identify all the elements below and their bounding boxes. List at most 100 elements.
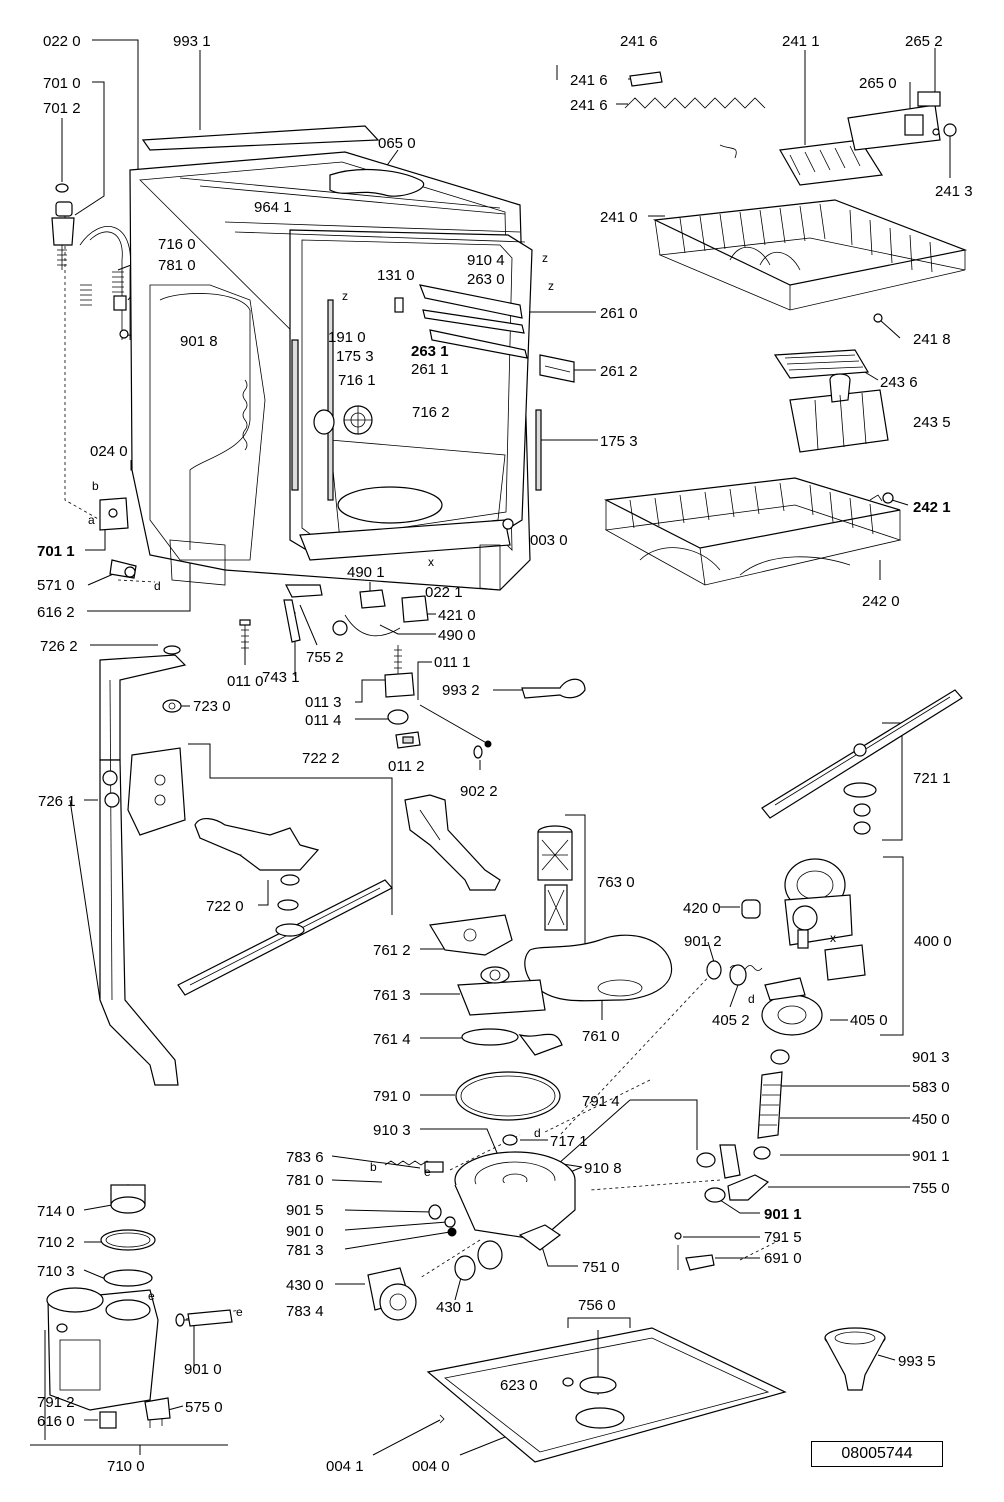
- document-number-box: 08005744: [811, 1441, 943, 1467]
- label-783-4: 783 4: [286, 1303, 324, 1320]
- label-243-5: 243 5: [913, 414, 951, 431]
- label-022-1: 022 1: [425, 584, 463, 601]
- marker-z-3: z: [542, 251, 548, 265]
- label-691-0: 691 0: [764, 1250, 802, 1267]
- label-901-0: 901 0: [286, 1223, 324, 1240]
- marker-d-3: d: [534, 1126, 541, 1140]
- label-910-4: 910 4: [467, 252, 505, 269]
- label-781-0: 781 0: [158, 257, 196, 274]
- label-430-1: 430 1: [436, 1299, 474, 1316]
- label-011-3: 011 3: [305, 694, 341, 711]
- softener-assembly: [46, 1184, 233, 1429]
- label-993-2: 993 2: [442, 682, 480, 699]
- label-616-0: 616 0: [37, 1413, 75, 1430]
- label-175-3-left: 175 3: [336, 348, 374, 365]
- label-065-0: 065 0: [378, 135, 416, 152]
- label-901-2: 901 2: [684, 933, 722, 950]
- cabinet-tub: [79, 125, 575, 591]
- label-755-0: 755 0: [912, 1180, 950, 1197]
- label-910-8: 910 8: [584, 1160, 622, 1177]
- marker-z-2: z: [548, 279, 554, 293]
- upper-spray-arm: [761, 689, 963, 835]
- label-964-1: 964 1: [254, 199, 292, 216]
- part-labels: 022 0 993 1 701 0 701 2 065 0 964 1 716 …: [37, 33, 973, 1475]
- label-004-0: 004 0: [412, 1458, 450, 1475]
- label-783-6: 783 6: [286, 1149, 324, 1166]
- label-763-0: 763 0: [597, 874, 635, 891]
- label-263-1: 263 1: [411, 343, 449, 360]
- label-714-0: 714 0: [37, 1203, 75, 1220]
- top-strip: [141, 125, 380, 151]
- label-723-0: 723 0: [193, 698, 231, 715]
- label-791-5: 791 5: [764, 1229, 802, 1246]
- label-716-0: 716 0: [158, 236, 196, 253]
- label-011-1: 011 1: [434, 654, 470, 671]
- pump-area: [674, 858, 866, 1271]
- marker-z-1: z: [342, 289, 348, 303]
- base-plate: [426, 1327, 787, 1463]
- label-241-0: 241 0: [600, 209, 638, 226]
- label-241-8: 241 8: [913, 331, 951, 348]
- label-722-0: 722 0: [206, 898, 244, 915]
- label-241-3: 241 3: [935, 183, 973, 200]
- label-781-0-lower: 781 0: [286, 1172, 324, 1189]
- label-490-0: 490 0: [438, 627, 476, 644]
- label-450-0: 450 0: [912, 1111, 950, 1128]
- label-571-0: 571 0: [37, 577, 75, 594]
- label-400-0: 400 0: [914, 933, 952, 950]
- label-024-0: 024 0: [90, 443, 128, 460]
- label-716-2: 716 2: [412, 404, 450, 421]
- label-901-0-lower: 901 0: [184, 1361, 222, 1378]
- label-405-2: 405 2: [712, 1012, 750, 1029]
- label-263-0: 263 0: [467, 271, 505, 288]
- marker-x-2: x: [830, 931, 836, 945]
- label-265-0: 265 0: [859, 75, 897, 92]
- label-756-0: 756 0: [578, 1297, 616, 1314]
- marker-d-1: d: [154, 579, 161, 593]
- label-003-0: 003 0: [530, 532, 568, 549]
- label-791-4: 791 4: [582, 1093, 620, 1110]
- label-261-0: 261 0: [600, 305, 638, 322]
- label-910-3: 910 3: [373, 1122, 411, 1139]
- label-710-0: 710 0: [107, 1458, 145, 1475]
- drain-area: [404, 794, 673, 1056]
- label-420-0: 420 0: [683, 900, 721, 917]
- marker-e-1: e: [424, 1165, 431, 1179]
- label-004-1: 004 1: [326, 1458, 364, 1475]
- marker-e-3: e: [236, 1305, 243, 1319]
- label-901-1-right: 901 1: [912, 1148, 950, 1165]
- label-721-1: 721 1: [913, 770, 951, 787]
- mid-small-parts: [239, 584, 586, 759]
- label-755-2: 755 2: [306, 649, 344, 666]
- marker-d-2: d: [748, 992, 755, 1006]
- label-242-1: 242 1: [913, 499, 951, 516]
- label-261-1: 261 1: [411, 361, 449, 378]
- baskets: [603, 71, 968, 586]
- label-717-1: 717 1: [550, 1133, 588, 1150]
- label-726-1: 726 1: [38, 793, 76, 810]
- label-241-6-mid: 241 6: [570, 72, 608, 89]
- label-405-0: 405 0: [850, 1012, 888, 1029]
- label-243-6: 243 6: [880, 374, 918, 391]
- label-022-0: 022 0: [43, 33, 81, 50]
- label-701-2: 701 2: [43, 100, 81, 117]
- label-902-2: 902 2: [460, 783, 498, 800]
- label-761-0: 761 0: [582, 1028, 620, 1045]
- label-191-0: 191 0: [328, 329, 366, 346]
- label-623-0: 623 0: [500, 1377, 538, 1394]
- label-175-3-right: 175 3: [600, 433, 638, 450]
- label-265-2: 265 2: [905, 33, 943, 50]
- label-791-2: 791 2: [37, 1394, 75, 1411]
- label-993-1: 993 1: [173, 33, 211, 50]
- label-791-0: 791 0: [373, 1088, 411, 1105]
- label-575-0: 575 0: [185, 1399, 223, 1416]
- label-011-0: 011 0: [227, 673, 263, 690]
- label-710-2: 710 2: [37, 1234, 75, 1251]
- label-716-1: 716 1: [338, 372, 376, 389]
- label-583-0: 583 0: [912, 1079, 950, 1096]
- label-781-3: 781 3: [286, 1242, 324, 1259]
- letter-markers: z z z x x a b b d d d e e e: [88, 251, 836, 1319]
- label-011-4: 011 4: [305, 712, 341, 729]
- label-616-2: 616 2: [37, 604, 75, 621]
